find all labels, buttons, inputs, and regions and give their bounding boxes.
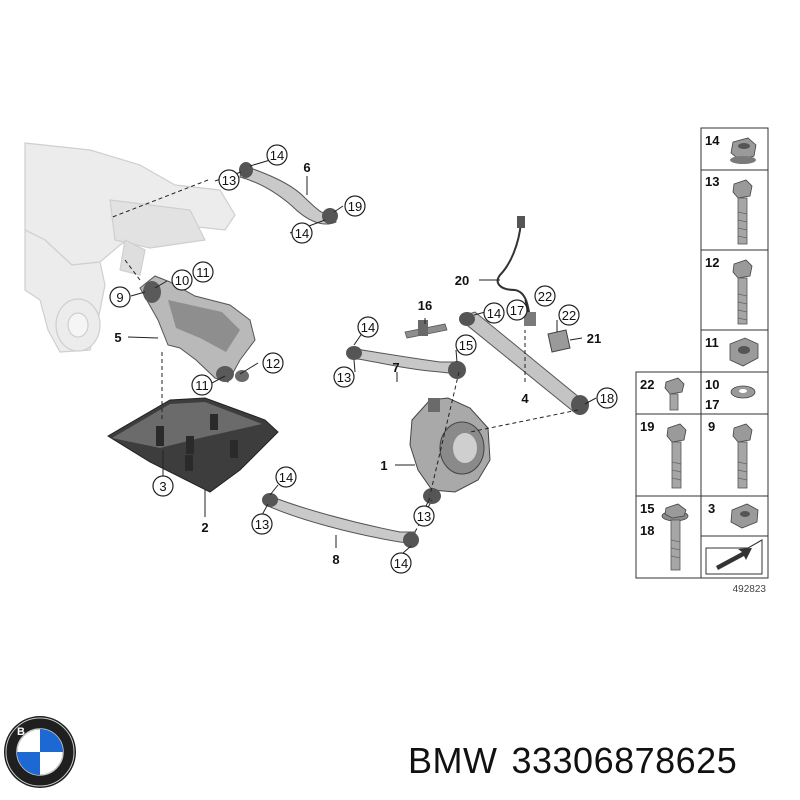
callout-18: 18: [600, 391, 614, 406]
callout-8: 8: [332, 552, 339, 567]
callout-16: 16: [418, 298, 432, 313]
diagram-reference-number: 492823: [733, 584, 767, 595]
callout-4: 4: [521, 391, 529, 406]
callout-labels: 14 13 6 19 14 10 11 9 5 12 11 3 2 14 13 …: [114, 148, 614, 571]
callout-19: 19: [348, 199, 362, 214]
bolt-22-icon: [664, 377, 685, 411]
callout-11: 11: [196, 265, 210, 280]
part-8-link: [262, 493, 419, 548]
callout-14: 14: [361, 320, 375, 335]
table-label-22: 22: [640, 377, 654, 392]
callout-10: 10: [175, 273, 189, 288]
callout-17: 17: [510, 303, 524, 318]
arrow-notch-icon: [705, 539, 763, 575]
table-label-11: 11: [705, 335, 719, 350]
callout-11: 11: [195, 378, 209, 393]
callout-15: 15: [459, 338, 473, 353]
table-label-12: 12: [705, 255, 719, 270]
callout-13: 13: [337, 370, 351, 385]
bmw-logo: B: [4, 716, 76, 788]
leader-lines: [109, 157, 597, 554]
callout-circles: [109, 144, 618, 574]
callout-9: 9: [116, 290, 123, 305]
callout-21: 21: [587, 331, 601, 346]
callout-3: 3: [159, 479, 166, 494]
table-label-9: 9: [708, 419, 715, 434]
bolt-19-icon: [666, 423, 687, 489]
part-20-sensor: [496, 216, 536, 326]
product-caption: BMW 33306878625: [408, 740, 751, 782]
callout-14: 14: [295, 226, 309, 241]
callout-13: 13: [222, 173, 236, 188]
callout-1: 1: [380, 458, 387, 473]
nut-3-icon: [730, 503, 759, 529]
table-label-3: 3: [708, 501, 715, 516]
callout-13: 13: [255, 517, 269, 532]
callout-22: 22: [562, 308, 576, 323]
callout-7: 7: [392, 360, 399, 375]
nut-11-icon: [729, 337, 759, 367]
callout-14: 14: [279, 470, 293, 485]
callout-12: 12: [266, 356, 280, 371]
table-label-14: 14: [705, 133, 720, 148]
callout-2: 2: [201, 520, 208, 535]
callout-14: 14: [270, 148, 284, 163]
callout-6: 6: [303, 160, 310, 175]
part-7-control-arm: [346, 346, 466, 379]
table-label-10: 10: [705, 377, 719, 392]
brand-name: BMW: [408, 740, 498, 781]
callout-14: 14: [487, 306, 501, 321]
axle-carrier-frame: [24, 142, 236, 353]
table-label-18: 18: [640, 523, 654, 538]
table-label-17: 17: [705, 397, 719, 412]
part-16-bolt: [404, 320, 448, 339]
table-label-13: 13: [705, 174, 719, 189]
bolt-12-icon: [732, 259, 753, 325]
bolt-9-icon: [732, 423, 753, 489]
part-21-bracket: [547, 329, 571, 353]
part-5-trailing-arm: [139, 275, 256, 383]
callout-20: 20: [455, 273, 469, 288]
nut-14-icon: [730, 137, 757, 164]
parts-table: 14 13 12 11 22 10 17 19 9 15 18 3: [635, 127, 769, 595]
callout-22: 22: [538, 289, 552, 304]
table-label-15: 15: [640, 501, 654, 516]
table-label-19: 19: [640, 419, 654, 434]
part-number: 33306878625: [511, 740, 738, 781]
svg-text:B: B: [17, 726, 25, 738]
part-2-shield: [107, 397, 279, 493]
callout-5: 5: [114, 330, 121, 345]
callout-13: 13: [417, 509, 431, 524]
part-6-control-arm: [239, 162, 338, 225]
callout-14: 14: [394, 556, 408, 571]
washer-10-icon: [730, 385, 756, 399]
part-1-wheel-carrier: [409, 397, 491, 504]
bolt-15-icon: [661, 503, 689, 571]
bolt-13-icon: [732, 179, 753, 245]
